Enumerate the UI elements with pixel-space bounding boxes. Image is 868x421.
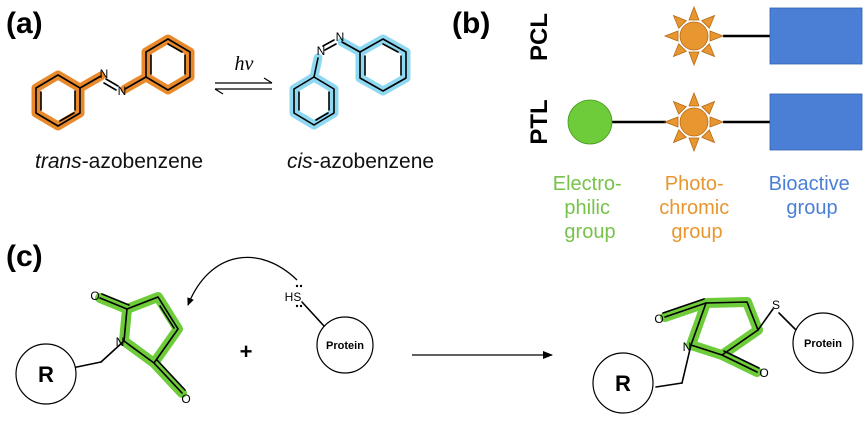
maleimide-o-atom: O xyxy=(90,289,99,303)
succinimide-n-atom: N xyxy=(683,340,692,354)
bioactive-block xyxy=(769,93,863,151)
electrophilic-circle-icon xyxy=(567,99,613,145)
panel-label-c: (c) xyxy=(6,240,43,273)
trans-caption: trans-azobenzene xyxy=(35,150,203,173)
equilibrium-arrows: hν xyxy=(214,53,273,95)
succinimide-o-atom: O xyxy=(759,366,768,380)
trans-azobenzene-structure: N N xyxy=(31,34,195,131)
maleimide-n-atom: N xyxy=(116,335,125,349)
row-label-ptl: PTL xyxy=(526,99,553,144)
protein-label: Protein xyxy=(804,338,842,350)
photochromic-sun-icon xyxy=(664,92,724,152)
cis-n1-atom: N xyxy=(317,44,326,58)
r-group-label: R xyxy=(38,362,54,387)
maleimide-o-atom: O xyxy=(181,392,190,406)
protein-thiol: HS Protein xyxy=(187,256,374,374)
protein-label: Protein xyxy=(326,340,364,352)
r-group-circle xyxy=(15,343,77,405)
light-label: hν xyxy=(235,53,254,75)
row-label-pcl: PCL xyxy=(526,13,553,61)
panel-label-b: (b) xyxy=(452,7,490,40)
plus-sign: + xyxy=(240,339,253,364)
maleimide-reactant: N O O xyxy=(71,289,191,406)
cis-caption: cis-azobenzene xyxy=(287,150,434,173)
bioactive-block xyxy=(769,7,863,65)
legend-electrophilic: Electro- philic group xyxy=(553,173,627,243)
ptl-row xyxy=(567,92,863,152)
trans-n2-atom: N xyxy=(118,84,127,98)
cis-azobenzene-structure: N N xyxy=(289,30,411,130)
trans-n1-atom: N xyxy=(100,67,109,81)
nucleophilic-attack-arrow xyxy=(187,256,298,306)
thiol-label: HS xyxy=(285,290,302,304)
legend-bioactive: Bioactive group xyxy=(769,173,856,219)
panel-label-a: (a) xyxy=(6,7,43,40)
protein-circle xyxy=(316,316,374,374)
r-group-circle xyxy=(592,352,654,414)
cis-n2-atom: N xyxy=(336,30,345,44)
photochromic-sun-icon xyxy=(664,6,724,66)
protein-circle xyxy=(792,312,854,374)
thioether-s-atom: S xyxy=(772,298,780,312)
r-group-label: R xyxy=(615,371,631,396)
pcl-row xyxy=(664,6,863,66)
succinimide-o-atom: O xyxy=(654,312,663,326)
succinimide-product: N O O S xyxy=(654,297,799,388)
legend-photochromic: Photo- chromic group xyxy=(659,173,735,243)
